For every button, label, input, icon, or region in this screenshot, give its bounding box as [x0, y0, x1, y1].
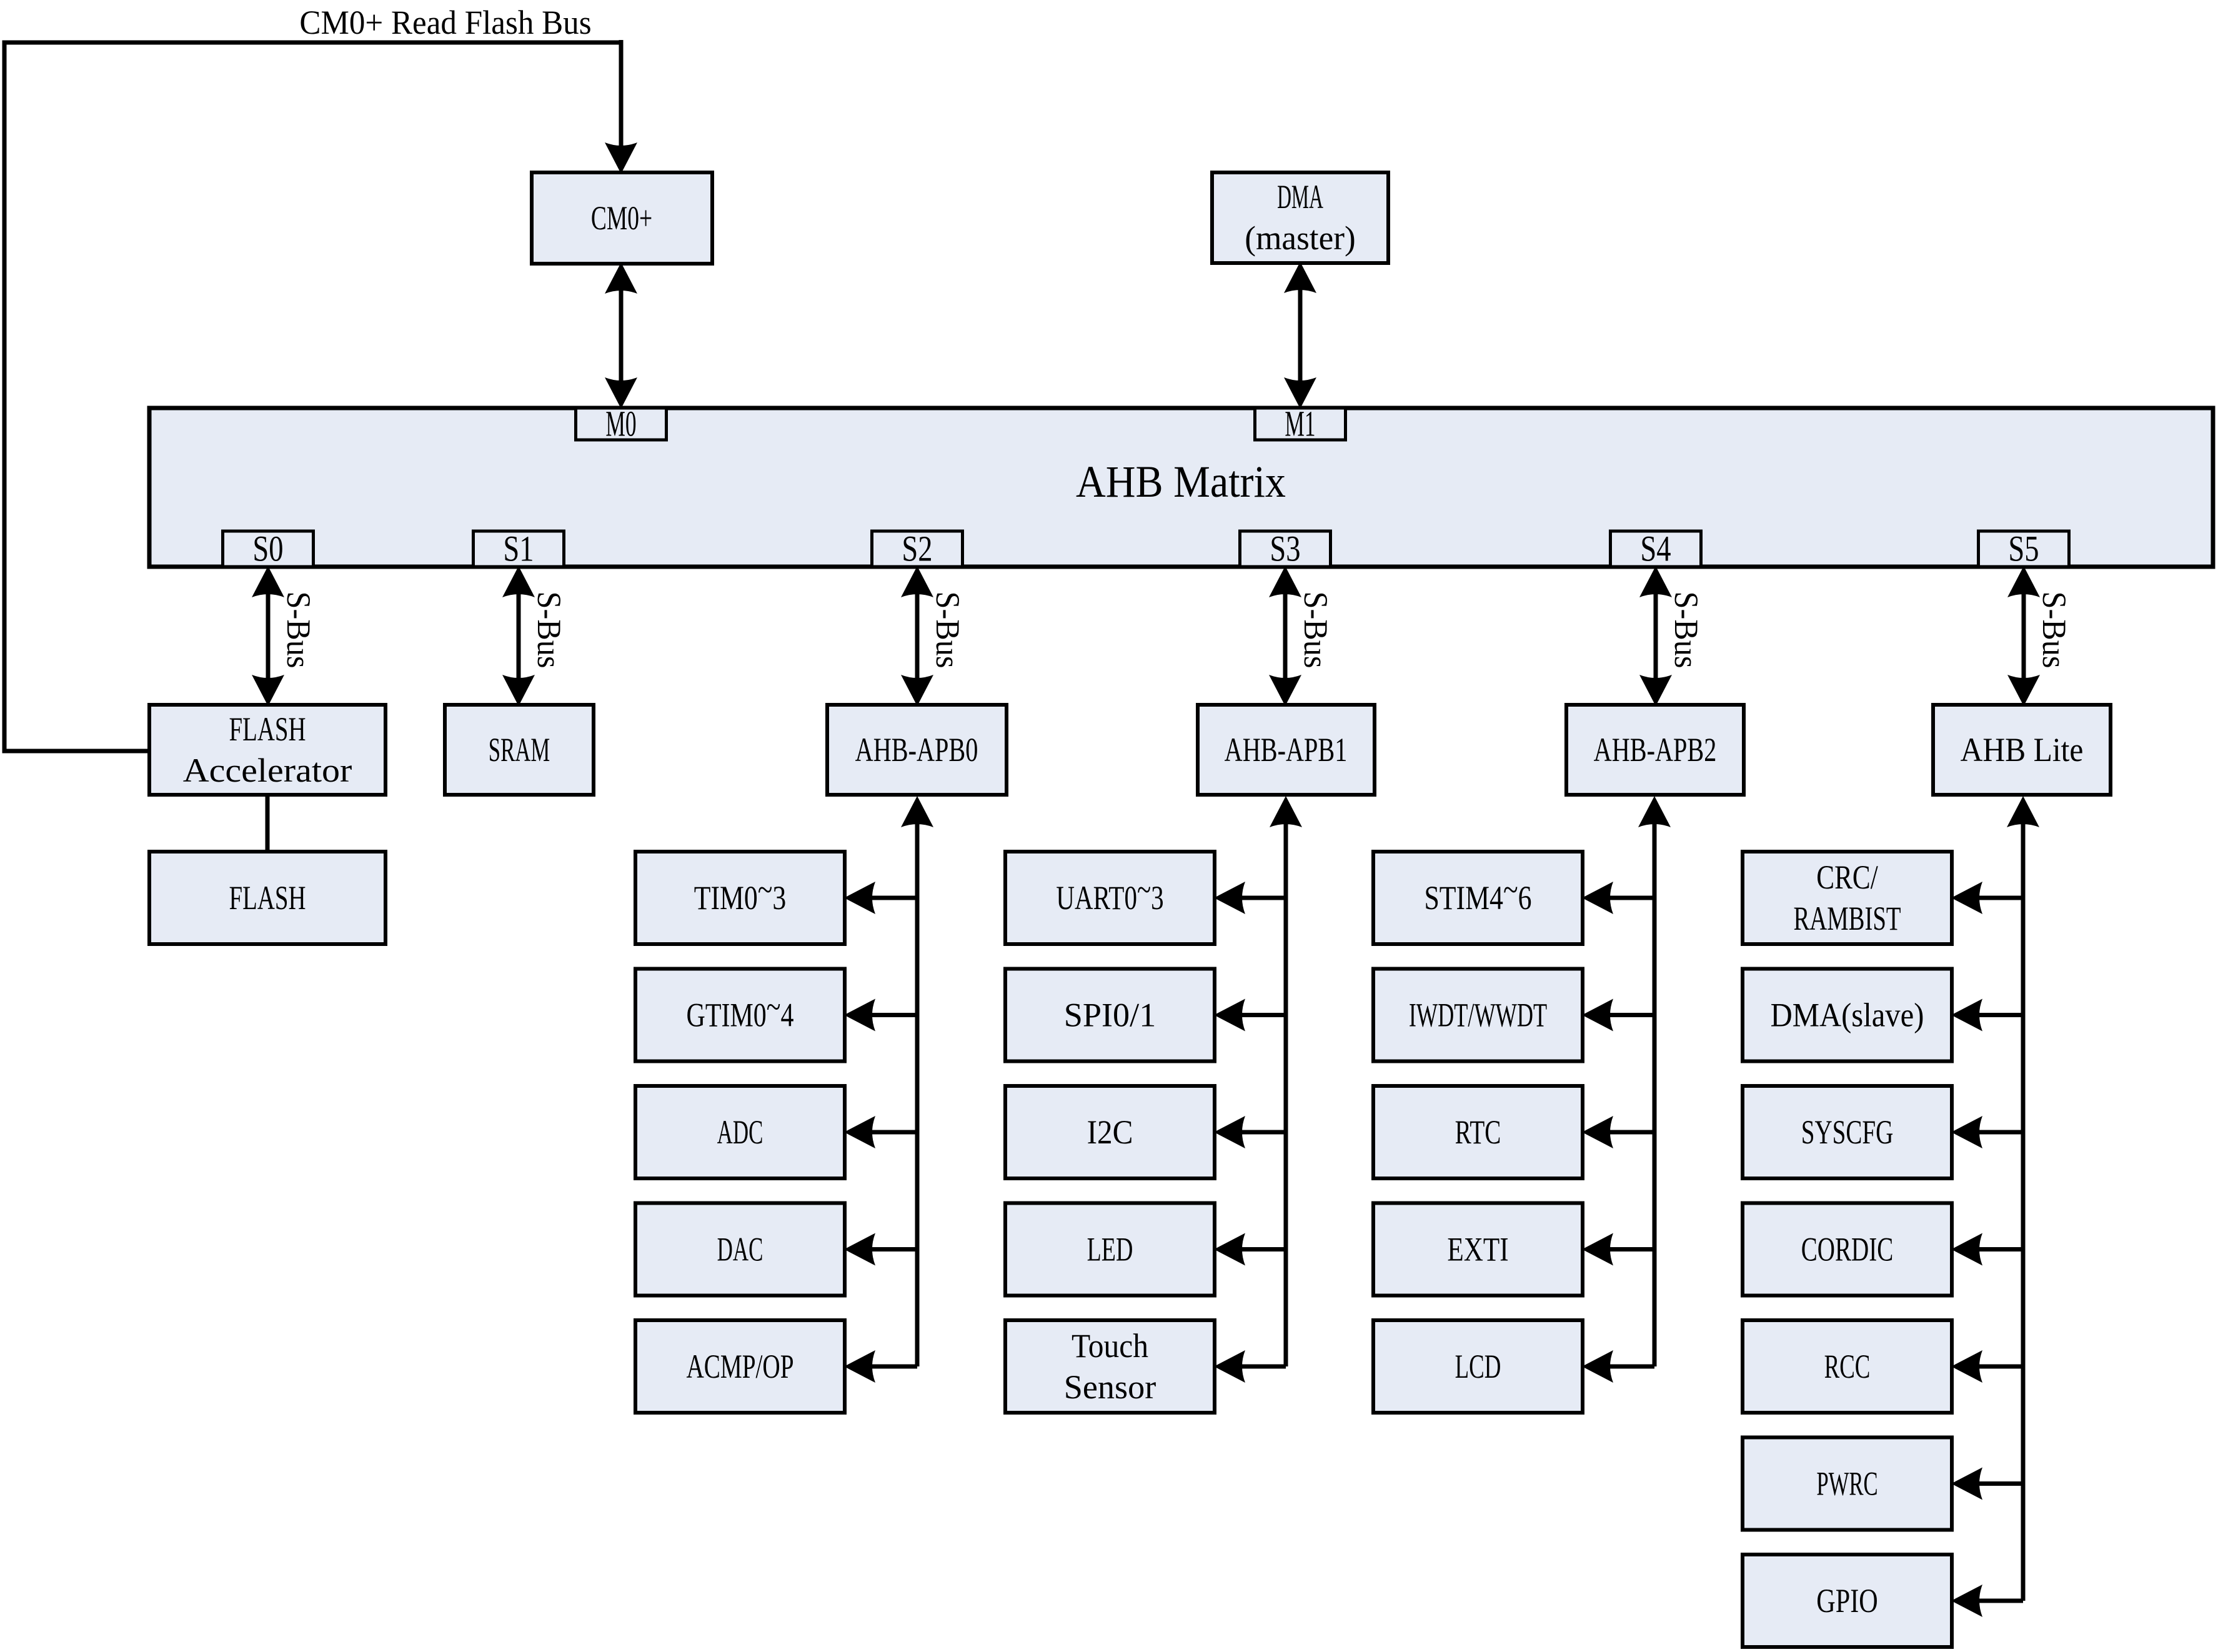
svg-text:Sensor: Sensor	[1064, 1368, 1156, 1406]
svg-text:IWDT/WWDT: IWDT/WWDT	[1409, 996, 1547, 1033]
svg-text:GPIO: GPIO	[1816, 1583, 1877, 1620]
svg-text:RAMBIST: RAMBIST	[1793, 900, 1901, 938]
svg-text:S-Bus: S-Bus	[2036, 592, 2072, 669]
svg-text:RTC: RTC	[1455, 1114, 1501, 1152]
svg-text:I2C: I2C	[1087, 1114, 1133, 1152]
svg-text:M1: M1	[1285, 404, 1315, 444]
svg-text:DAC: DAC	[717, 1230, 763, 1268]
svg-text:FLASH: FLASH	[229, 880, 306, 917]
svg-text:AHB-APB1: AHB-APB1	[1225, 732, 1348, 769]
svg-text:LCD: LCD	[1455, 1348, 1501, 1386]
svg-text:AHB Matrix: AHB Matrix	[1076, 456, 1286, 506]
svg-text:Touch: Touch	[1072, 1328, 1148, 1365]
svg-text:S5: S5	[2008, 529, 2039, 569]
svg-text:SPI0/1: SPI0/1	[1064, 997, 1156, 1034]
svg-text:ACMP/OP: ACMP/OP	[686, 1348, 793, 1386]
svg-text:TIM0~3: TIM0~3	[694, 871, 787, 917]
svg-text:S-Bus: S-Bus	[1297, 592, 1334, 669]
svg-text:LED: LED	[1087, 1231, 1133, 1268]
svg-text:AHB-APB0: AHB-APB0	[855, 732, 978, 769]
svg-text:DMA: DMA	[1277, 178, 1323, 216]
svg-text:DMA(slave): DMA(slave)	[1771, 997, 1924, 1034]
svg-text:S1: S1	[503, 529, 534, 569]
svg-text:FLASH: FLASH	[229, 711, 306, 749]
svg-text:S0: S0	[252, 529, 283, 569]
svg-text:S4: S4	[1640, 529, 1671, 569]
svg-text:PWRC: PWRC	[1816, 1465, 1877, 1502]
svg-text:(master): (master)	[1245, 219, 1356, 257]
svg-text:SRAM: SRAM	[489, 731, 550, 768]
svg-text:S-Bus: S-Bus	[530, 592, 567, 669]
svg-text:M0: M0	[605, 404, 636, 444]
svg-text:S3: S3	[1270, 529, 1300, 569]
svg-text:AHB Lite: AHB Lite	[1961, 732, 2084, 769]
svg-text:CM0+ Read Flash Bus: CM0+ Read Flash Bus	[299, 4, 591, 42]
svg-text:S-Bus: S-Bus	[1668, 592, 1704, 669]
svg-text:CM0+: CM0+	[591, 201, 652, 237]
svg-text:RCC: RCC	[1824, 1348, 1871, 1386]
svg-text:EXTI: EXTI	[1447, 1230, 1508, 1268]
svg-text:SYSCFG: SYSCFG	[1801, 1114, 1894, 1152]
svg-text:CRC/: CRC/	[1816, 858, 1878, 896]
svg-text:AHB-APB2: AHB-APB2	[1594, 732, 1717, 769]
svg-text:UART0~3: UART0~3	[1056, 872, 1163, 917]
svg-text:S2: S2	[902, 529, 932, 569]
svg-text:ADC: ADC	[717, 1113, 763, 1151]
svg-text:S-Bus: S-Bus	[280, 592, 317, 669]
svg-text:Accelerator: Accelerator	[183, 752, 352, 790]
svg-text:S-Bus: S-Bus	[929, 592, 966, 669]
svg-text:CORDIC: CORDIC	[1801, 1232, 1893, 1269]
